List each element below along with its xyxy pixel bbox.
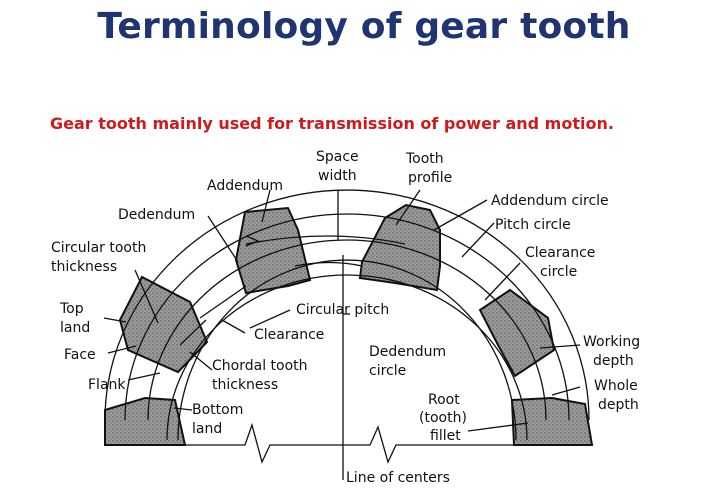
tooth-left [118, 275, 209, 374]
label-circular-pitch: Circular pitch [296, 302, 389, 318]
label-dedendum: Dedendum [118, 207, 195, 223]
base-line [105, 255, 592, 480]
tooth-bottom-right [510, 396, 594, 446]
pitch-circle-arc [124, 213, 570, 421]
label-root-fillet: Root(tooth)fillet [419, 392, 467, 444]
label-face: Face [64, 347, 96, 363]
label-line-of-centers: Line of centers [346, 470, 450, 486]
tooth-center-left [234, 206, 312, 295]
label-flank: Flank [88, 377, 126, 393]
tooth-center-right [358, 203, 441, 292]
leader-lines [103, 189, 581, 432]
dimension-lines [179, 235, 406, 346]
tooth-right [478, 288, 556, 378]
gear-teeth [104, 203, 594, 446]
gear-circles [104, 189, 590, 441]
dedendum-circle-arc [166, 274, 528, 441]
label-pitch-circle: Pitch circle [495, 217, 571, 233]
label-addendum-circle: Addendum circle [491, 193, 609, 209]
addendum-circle-arc [104, 189, 590, 421]
page-title: Terminology of gear tooth [97, 6, 631, 47]
label-clearance: Clearance [254, 327, 324, 343]
pitch-circle-inner-arc [177, 259, 517, 441]
clearance-circle-arc [147, 239, 547, 421]
tooth-bottom-left [104, 396, 187, 446]
label-addendum: Addendum [207, 178, 283, 194]
page-subtitle: Gear tooth mainly used for transmission … [50, 114, 614, 133]
